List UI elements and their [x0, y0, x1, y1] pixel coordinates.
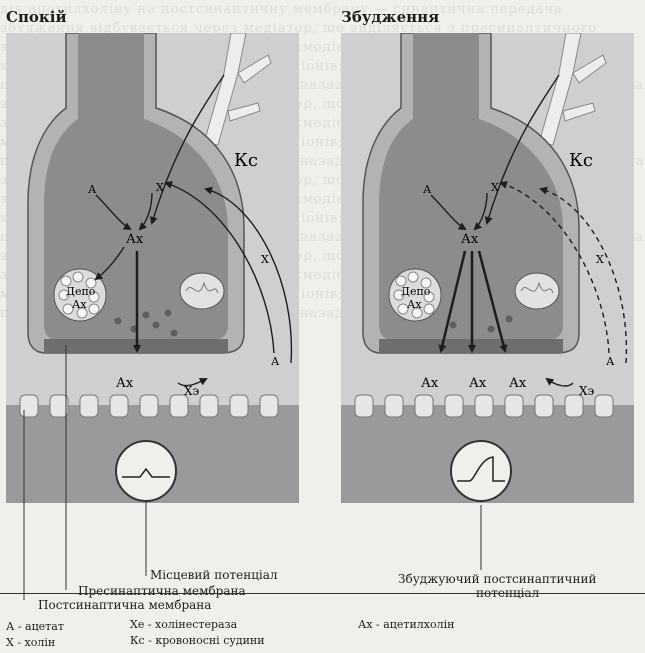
- legend-choline: Х - холін: [6, 636, 55, 650]
- divider: [0, 593, 645, 594]
- legend-cholinesterase: Хе - холінестераза: [130, 618, 237, 632]
- legend-acetylcholine: Ах - ацетилхолін: [358, 618, 454, 632]
- legend-blood-vessels: Кс - кровоносні судини: [130, 634, 265, 648]
- postsynaptic-membrane-label: Постсинаптична мембрана: [38, 598, 211, 612]
- excitatory-potential-label: Збуджуючий постсинаптичний: [398, 572, 596, 586]
- presynaptic-membrane-label: Пресинаптична мембрана: [78, 584, 246, 598]
- legend-acetate: А - ацетат: [6, 620, 64, 634]
- local-potential-label: Місцевий потенціал: [150, 568, 278, 582]
